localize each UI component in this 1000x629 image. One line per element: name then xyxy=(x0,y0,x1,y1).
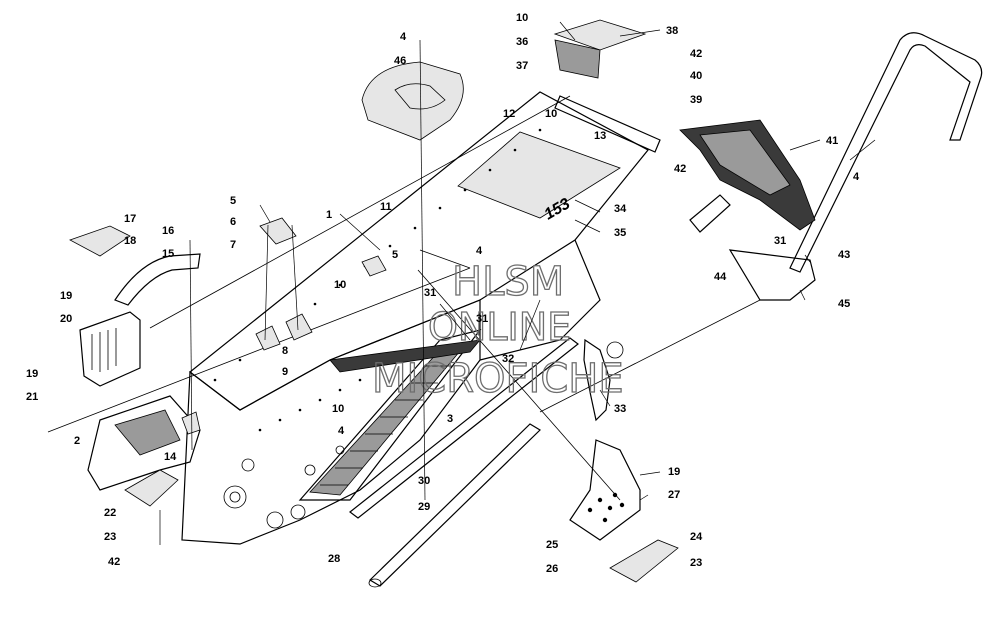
callout-12: 12 xyxy=(503,108,515,120)
callout-1: 1 xyxy=(326,209,332,221)
seat-part xyxy=(361,61,464,141)
callout-labels: 1 2 3 4 4 4 4 5 5 6 7 8 9 10 10 10 10 11… xyxy=(26,12,860,575)
callout-9: 9 xyxy=(282,366,288,378)
callout-33: 33 xyxy=(614,403,626,415)
callout-8: 8 xyxy=(282,345,288,357)
callout-10: 10 xyxy=(334,279,346,291)
callout-34: 34 xyxy=(614,203,627,215)
callout-15: 15 xyxy=(162,248,174,260)
callout-42: 42 xyxy=(674,163,686,175)
watermark-line2: ONLINE xyxy=(428,305,571,349)
callout-39: 39 xyxy=(690,94,702,106)
callout-37: 37 xyxy=(516,60,528,72)
callout-27: 27 xyxy=(668,489,680,501)
reference-lines xyxy=(47,95,761,501)
callout-4: 4 xyxy=(338,425,345,437)
callout-7: 7 xyxy=(230,239,236,251)
rear-flap xyxy=(679,119,816,233)
callout-24: 24 xyxy=(690,531,703,543)
callout-21: 21 xyxy=(26,391,38,403)
running-board xyxy=(298,329,482,501)
callout-26: 26 xyxy=(546,563,558,575)
callout-42: 42 xyxy=(108,556,120,568)
callout-19: 19 xyxy=(668,466,680,478)
callout-16: 16 xyxy=(162,225,174,237)
callout-31: 31 xyxy=(476,313,488,325)
callout-46: 46 xyxy=(394,55,406,67)
callout-17: 17 xyxy=(124,213,136,225)
callout-32: 32 xyxy=(502,353,514,365)
callout-6: 6 xyxy=(230,216,236,228)
side-rail xyxy=(349,337,579,588)
upper-bracket xyxy=(553,19,661,153)
callout-14: 14 xyxy=(164,451,177,463)
callout-18: 18 xyxy=(124,235,136,247)
foot-bracket xyxy=(569,439,641,541)
callout-4: 4 xyxy=(400,31,407,43)
tensioner xyxy=(583,338,624,422)
callout-23: 23 xyxy=(690,557,702,569)
callout-20: 20 xyxy=(60,313,72,325)
callout-31: 31 xyxy=(424,287,436,299)
callout-3: 3 xyxy=(447,413,453,425)
small-brackets xyxy=(181,217,387,435)
front-parts xyxy=(69,225,201,387)
callout-5: 5 xyxy=(392,249,398,261)
callout-19: 19 xyxy=(26,368,38,380)
callout-4: 4 xyxy=(476,245,483,257)
callout-42: 42 xyxy=(690,48,702,60)
callout-43: 43 xyxy=(838,249,850,261)
watermark: HLSM ONLINE MICROFICHE xyxy=(371,258,624,402)
callout-40: 40 xyxy=(690,70,702,82)
callout-11: 11 xyxy=(380,201,392,213)
callout-13: 13 xyxy=(594,130,606,142)
callout-4: 4 xyxy=(853,171,860,183)
callout-36: 36 xyxy=(516,36,528,48)
callout-35: 35 xyxy=(614,227,626,239)
callout-19: 19 xyxy=(60,290,72,302)
callout-41: 41 xyxy=(826,135,838,147)
callout-44: 44 xyxy=(714,271,727,283)
callout-45: 45 xyxy=(838,298,850,310)
callout-10: 10 xyxy=(332,403,344,415)
watermark-line1: HLSM xyxy=(452,259,564,305)
callout-29: 29 xyxy=(418,501,430,513)
callout-28: 28 xyxy=(328,553,340,565)
footrests xyxy=(124,469,679,583)
callout-5: 5 xyxy=(230,195,236,207)
callout-31: 31 xyxy=(774,235,786,247)
callout-38: 38 xyxy=(666,25,678,37)
callout-10: 10 xyxy=(516,12,528,24)
callout-23: 23 xyxy=(104,531,116,543)
callout-30: 30 xyxy=(418,475,430,487)
watermark-line3: MICROFICHE xyxy=(372,356,624,402)
rear-bumper xyxy=(728,32,983,301)
callout-22: 22 xyxy=(104,507,116,519)
tunnel-assembly xyxy=(181,91,649,545)
callout-25: 25 xyxy=(546,539,558,551)
callout-2: 2 xyxy=(74,435,80,447)
leader-lines xyxy=(159,21,821,545)
callout-10: 10 xyxy=(545,108,557,120)
